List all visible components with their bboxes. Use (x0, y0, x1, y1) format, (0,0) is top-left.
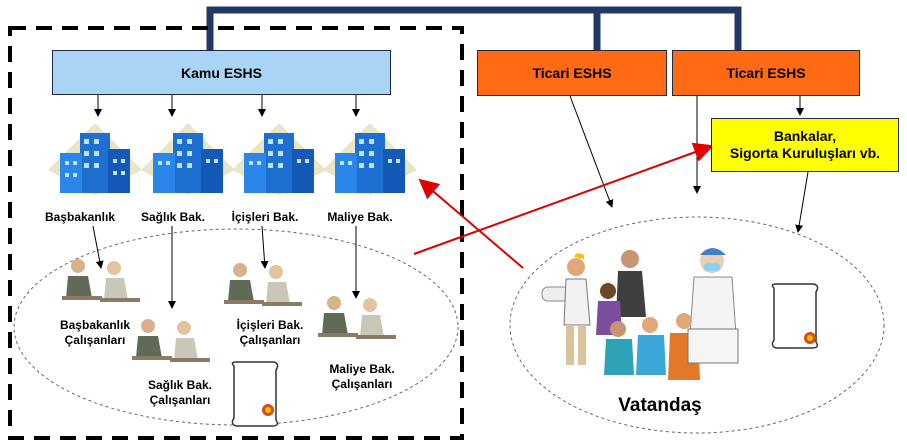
label-icisleri: İçişleri Bak. (231, 210, 299, 224)
employees-icisleri: İçişleri Bak. Çalışanları (220, 318, 320, 348)
certificate-scroll-icon (771, 283, 819, 349)
building-icon (48, 123, 142, 195)
office-worker-icon (132, 319, 210, 362)
bankalar-box: Bankalar, Sigorta Kuruluşları vb. (711, 118, 899, 172)
employees-line2: Çalışanları (64, 333, 126, 347)
employees-maliye: Maliye Bak. Çalışanları (312, 362, 412, 392)
employees-line1: Sağlık Bak. (147, 378, 213, 392)
ticari-eshs-box-2: Ticari ESHS (672, 50, 860, 96)
kamu-eshs-box: Kamu ESHS (52, 50, 391, 95)
citizens-label: Vatandaş (618, 395, 702, 416)
ticari-eshs-box-1: Ticari ESHS (477, 50, 667, 96)
employees-line2: Çalışanları (239, 333, 301, 347)
office-worker-icon (62, 259, 140, 302)
building-icon (141, 123, 235, 195)
bankalar-line1: Bankalar, (773, 128, 837, 144)
office-worker-icon (318, 296, 396, 339)
employees-line1: İçişleri Bak. (236, 318, 304, 332)
employees-line2: Çalışanları (331, 377, 393, 391)
label-saglik: Sağlık Bak. (140, 210, 206, 224)
office-worker-icon (224, 263, 302, 306)
building-icon (232, 123, 326, 195)
employees-line2: Çalışanları (149, 393, 211, 407)
building-icon (323, 123, 417, 195)
label-maliye: Maliye Bak. (327, 210, 393, 224)
bankalar-line2: Sigorta Kuruluşları vb. (729, 145, 881, 161)
employees-line1: Başbakanlık (59, 318, 131, 332)
citizens-group-icon (541, 248, 739, 380)
label-basbakanlik: Başbakanlık (44, 210, 116, 224)
employees-line1: Maliye Bak. (329, 362, 395, 376)
employees-basbakanlik: Başbakanlık Çalışanları (40, 318, 150, 348)
employees-saglik: Sağlık Bak. Çalışanları (130, 378, 230, 408)
certificate-scroll-icon (231, 361, 279, 427)
